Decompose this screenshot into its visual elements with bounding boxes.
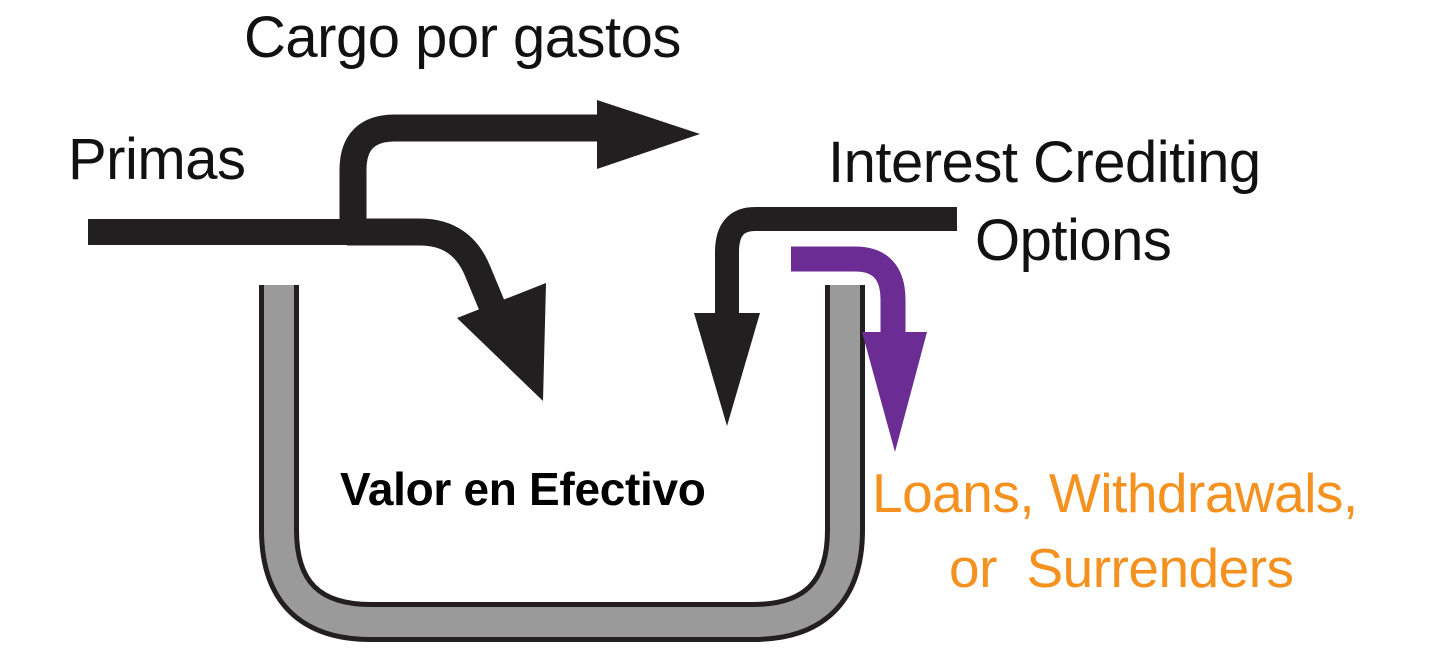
interest-crediting-arrowhead: [694, 313, 760, 426]
label-cash-value: Valor en Efectivo: [340, 463, 706, 515]
expense-charge-shaft: [339, 114, 600, 245]
cash-value-deposit-arrow: [347, 218, 546, 401]
label-distributions-line1: Loans, Withdrawals,: [872, 462, 1358, 524]
bucket-outline: [259, 285, 865, 642]
distributions-shaft: [791, 246, 906, 340]
premiums-bar-rect: [88, 219, 360, 245]
interest-crediting-arrow: [694, 207, 957, 426]
label-distributions-line2: or Surrenders: [949, 537, 1294, 599]
expense-charge-arrowhead: [597, 100, 700, 169]
expense-charge-arrow: [339, 100, 700, 245]
premiums-inflow-bar: [88, 219, 360, 245]
distributions-arrowhead: [862, 332, 927, 452]
cash-value-deposit-shaft: [347, 218, 513, 331]
interest-crediting-shaft: [715, 207, 957, 322]
bucket-fill: [264, 285, 860, 637]
label-interest-crediting-line2: Options: [975, 208, 1172, 273]
label-interest-crediting-line1: Interest Crediting: [828, 130, 1261, 195]
label-expense-charge: Cargo por gastos: [244, 5, 681, 70]
distributions-arrow: [791, 246, 927, 452]
cash-value-bucket: [259, 285, 865, 642]
label-premiums: Primas: [68, 127, 246, 192]
cash-value-deposit-arrowhead: [457, 283, 546, 401]
